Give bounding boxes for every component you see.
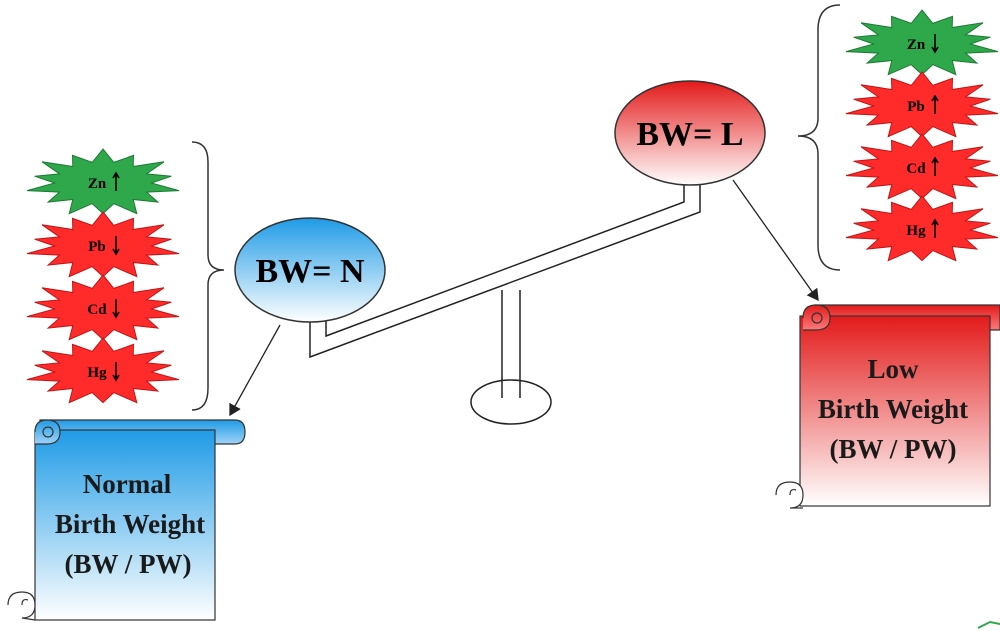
arrow-up-icon xyxy=(112,171,120,191)
right-metal-badge-pb: Pb xyxy=(845,71,999,138)
right-metal-badge-hg: Hg xyxy=(845,195,999,262)
low-scroll-line-1: Low xyxy=(867,354,919,384)
arrow-up-icon xyxy=(931,94,939,114)
arrow-down-icon xyxy=(112,299,120,319)
arrow-down-icon xyxy=(931,34,939,54)
normal-scroll-line-2: Birth Weight xyxy=(55,509,205,539)
low-birth-weight-scroll: Low Birth Weight (BW / PW) xyxy=(775,304,1000,509)
left-metal-badge-cd: Cd xyxy=(26,274,180,341)
right-metal-symbol: Pb xyxy=(907,99,925,115)
normal-scroll-line-3: (BW / PW) xyxy=(65,549,192,579)
starburst-shape xyxy=(845,195,999,262)
arrow-down-icon xyxy=(112,362,120,382)
right-metal-badge-zn: Zn xyxy=(845,9,999,76)
left-brace xyxy=(191,141,225,411)
right-brace xyxy=(797,4,841,271)
normal-birth-weight-scroll: Normal Birth Weight (BW / PW) xyxy=(7,419,246,621)
right-metal-symbol: Hg xyxy=(906,223,926,239)
left-metal-symbol: Hg xyxy=(87,365,107,381)
low-scroll-line-2: Birth Weight xyxy=(818,394,968,424)
arrow-down-icon xyxy=(112,236,120,256)
low-scroll-line-3: (BW / PW) xyxy=(830,434,957,464)
right-metal-symbol: Zn xyxy=(907,37,926,53)
seesaw-post xyxy=(501,290,521,398)
bw-low-bubble: BW= L xyxy=(614,80,766,186)
right-metal-badge-cd: Cd xyxy=(845,133,999,200)
bw-normal-label: BW= N xyxy=(255,253,365,290)
seesaw-base xyxy=(470,379,552,425)
left-metal-badge-pb: Pb xyxy=(26,211,180,278)
bw-normal-bubble: BW= N xyxy=(234,217,386,323)
right-metal-symbol: Cd xyxy=(906,161,926,177)
starburst-shape xyxy=(26,337,180,404)
corner-mark xyxy=(977,620,1000,629)
arrow-up-icon xyxy=(931,218,939,238)
normal-pointer-arrow xyxy=(229,324,281,417)
left-metal-symbol: Zn xyxy=(88,176,107,192)
left-metal-badge-zn: Zn xyxy=(26,148,180,215)
bw-low-label: BW= L xyxy=(636,116,743,153)
normal-scroll-line-1: Normal xyxy=(83,469,172,499)
left-metal-symbol: Cd xyxy=(87,302,107,318)
arrow-up-icon xyxy=(931,156,939,176)
left-metal-badge-hg: Hg xyxy=(26,337,180,404)
left-metal-symbol: Pb xyxy=(88,239,106,255)
low-pointer-arrow xyxy=(732,179,819,302)
